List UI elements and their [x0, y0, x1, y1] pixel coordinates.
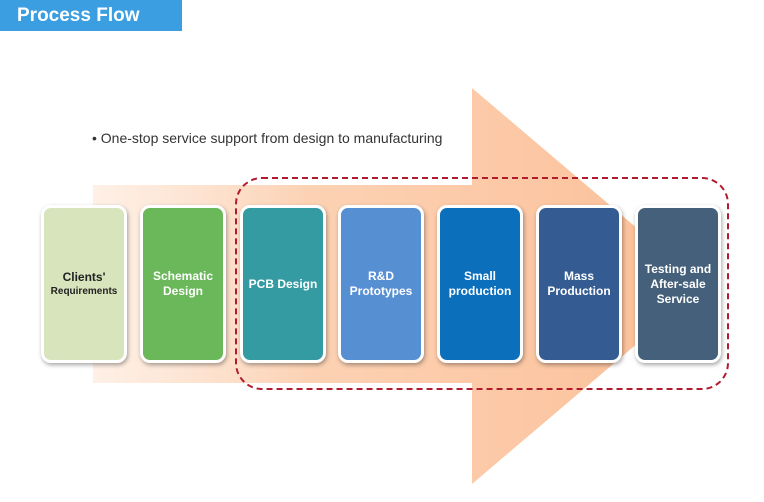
step-rd-prototypes: R&D Prototypes — [338, 205, 424, 363]
step-clients-requirements: Clients' Requirements — [41, 205, 127, 363]
step-schematic-design: Schematic Design — [140, 205, 226, 363]
page-title: Process Flow — [17, 5, 140, 26]
step-sublabel: Requirements — [50, 285, 118, 297]
step-label: PCB Design — [248, 276, 318, 291]
dashed-outline — [235, 177, 729, 390]
step-small-production: Small production — [437, 205, 523, 363]
step-label: Testing and After-sale Service — [644, 261, 712, 306]
step-label: Mass Production — [547, 269, 611, 298]
subtitle: • One-stop service support from design t… — [92, 130, 443, 146]
step-testing-after-sale: Testing and After-sale Service — [635, 205, 721, 363]
step-label: R&D Prototypes — [349, 269, 413, 298]
step-mass-production: Mass Production — [536, 205, 622, 363]
step-label: Small production — [448, 269, 512, 298]
page-title-tab: Process Flow — [0, 0, 182, 31]
step-pcb-design: PCB Design — [240, 205, 326, 363]
step-label: Clients' — [62, 269, 106, 284]
step-label: Schematic Design — [152, 269, 214, 298]
